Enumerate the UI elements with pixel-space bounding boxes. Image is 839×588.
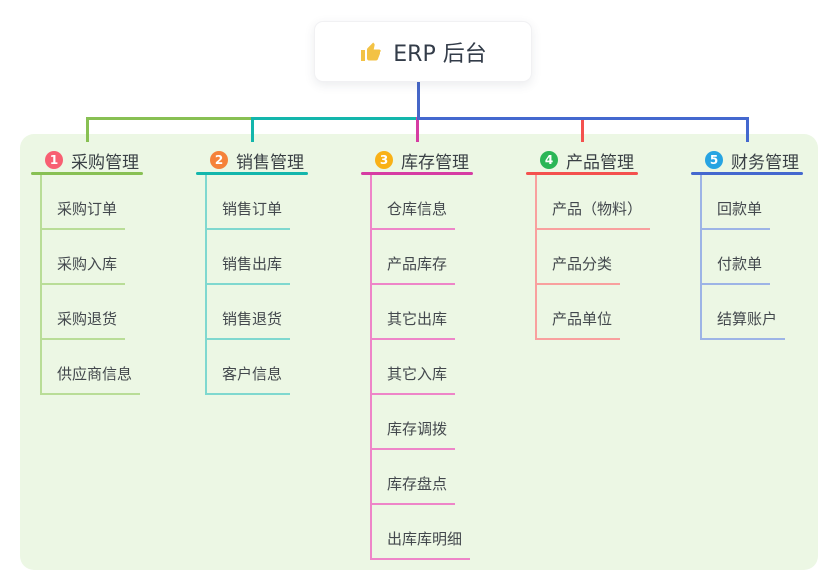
child-row: 仓库信息	[361, 175, 473, 230]
child-row: 采购入库	[31, 230, 143, 285]
child-row: 采购退货	[31, 285, 143, 340]
branch-4: 4 产品管理产品（物料） 产品分类产品单位	[526, 148, 651, 340]
child-row: 回款单	[691, 175, 803, 230]
branch-vline	[205, 175, 207, 395]
child-row: 销售订单	[196, 175, 308, 230]
child-row: 采购订单	[31, 175, 143, 230]
root-connector	[417, 80, 420, 117]
child-row: 产品分类	[526, 230, 638, 285]
branch-title-label: 采购管理	[71, 152, 139, 173]
child-row: 产品单位	[526, 285, 638, 340]
child-node[interactable]: 付款单	[700, 253, 771, 285]
child-node[interactable]: 产品库存	[370, 253, 456, 285]
connector-drop	[251, 117, 254, 142]
branch-vline	[700, 175, 702, 340]
child-node[interactable]: 回款单	[700, 198, 771, 230]
branch-title-label: 销售管理	[236, 152, 304, 173]
child-node[interactable]: 其它出库	[370, 308, 456, 340]
child-node[interactable]: 采购订单	[40, 198, 126, 230]
branch-children: 仓库信息产品库存其它出库其它入库库存调拨库存盘点出库库明细	[361, 175, 473, 560]
child-row: 付款单	[691, 230, 803, 285]
child-row: 销售退货	[196, 285, 308, 340]
branch-number-badge: 3	[375, 151, 393, 169]
child-row: 其它出库	[361, 285, 473, 340]
connector-drop	[86, 117, 89, 142]
connector-drop	[746, 117, 749, 142]
branch-children: 产品（物料） 产品分类产品单位	[526, 175, 651, 340]
child-node[interactable]: 销售出库	[205, 253, 291, 285]
branch-5: 5 财务管理回款单付款单结算账户	[691, 148, 803, 340]
branch-title-label: 财务管理	[731, 152, 799, 173]
thumbs-up-icon	[361, 42, 382, 61]
branch-title-underline	[196, 172, 308, 175]
child-node[interactable]: 产品分类	[535, 253, 621, 285]
root-node-label: ERP 后台	[393, 41, 487, 67]
branch-title[interactable]: 2 销售管理	[196, 148, 308, 173]
child-node[interactable]: 其它入库	[370, 363, 456, 395]
branch-number-badge: 5	[705, 151, 723, 169]
branch-number-badge: 1	[45, 151, 63, 169]
child-row: 结算账户	[691, 285, 803, 340]
child-node[interactable]: 库存盘点	[370, 473, 456, 505]
child-node[interactable]: 仓库信息	[370, 198, 456, 230]
branch-children: 采购订单采购入库采购退货供应商信息	[31, 175, 143, 395]
branch-children: 回款单付款单结算账户	[691, 175, 803, 340]
branches-panel	[20, 134, 818, 570]
branch-vline	[535, 175, 537, 340]
connector-drop	[416, 117, 419, 142]
branch-title-underline	[526, 172, 638, 175]
child-row: 出库库明细	[361, 505, 473, 560]
branch-title[interactable]: 5 财务管理	[691, 148, 803, 173]
connector-elbow	[251, 117, 420, 120]
branch-title-underline	[361, 172, 473, 175]
child-node[interactable]: 采购退货	[40, 308, 126, 340]
child-node[interactable]: 供应商信息	[40, 363, 141, 395]
child-row: 产品库存	[361, 230, 473, 285]
child-node[interactable]: 结算账户	[700, 308, 786, 340]
child-row: 供应商信息	[31, 340, 143, 395]
child-row: 库存调拨	[361, 395, 473, 450]
child-row: 客户信息	[196, 340, 308, 395]
branch-title-underline	[691, 172, 803, 175]
child-node[interactable]: 销售订单	[205, 198, 291, 230]
branch-1: 1 采购管理采购订单采购入库采购退货供应商信息	[31, 148, 143, 395]
child-row: 其它入库	[361, 340, 473, 395]
child-node[interactable]: 销售退货	[205, 308, 291, 340]
child-node[interactable]: 采购入库	[40, 253, 126, 285]
child-row: 销售出库	[196, 230, 308, 285]
child-row: 库存盘点	[361, 450, 473, 505]
child-node[interactable]: 客户信息	[205, 363, 291, 395]
child-node[interactable]: 出库库明细	[370, 528, 471, 560]
child-node[interactable]: 产品单位	[535, 308, 621, 340]
branch-3: 3 库存管理仓库信息产品库存其它出库其它入库库存调拨库存盘点出库库明细	[361, 148, 473, 560]
branch-title[interactable]: 3 库存管理	[361, 148, 473, 173]
branch-2: 2 销售管理销售订单销售出库销售退货客户信息	[196, 148, 308, 395]
branch-number-badge: 4	[540, 151, 558, 169]
root-node[interactable]: ERP 后台	[314, 21, 532, 82]
child-row: 产品（物料）	[526, 175, 651, 230]
child-node[interactable]: 产品（物料）	[535, 198, 651, 230]
child-node[interactable]: 库存调拨	[370, 418, 456, 450]
branch-number-badge: 2	[210, 151, 228, 169]
branch-vline	[40, 175, 42, 395]
branch-title-label: 库存管理	[401, 152, 469, 173]
branch-vline	[370, 175, 372, 560]
branch-title-label: 产品管理	[566, 152, 634, 173]
branch-title-underline	[31, 172, 143, 175]
connector-drop	[581, 117, 584, 142]
branch-title[interactable]: 4 产品管理	[526, 148, 638, 173]
branch-title[interactable]: 1 采购管理	[31, 148, 143, 173]
branch-children: 销售订单销售出库销售退货客户信息	[196, 175, 308, 395]
connector-elbow	[417, 117, 749, 120]
